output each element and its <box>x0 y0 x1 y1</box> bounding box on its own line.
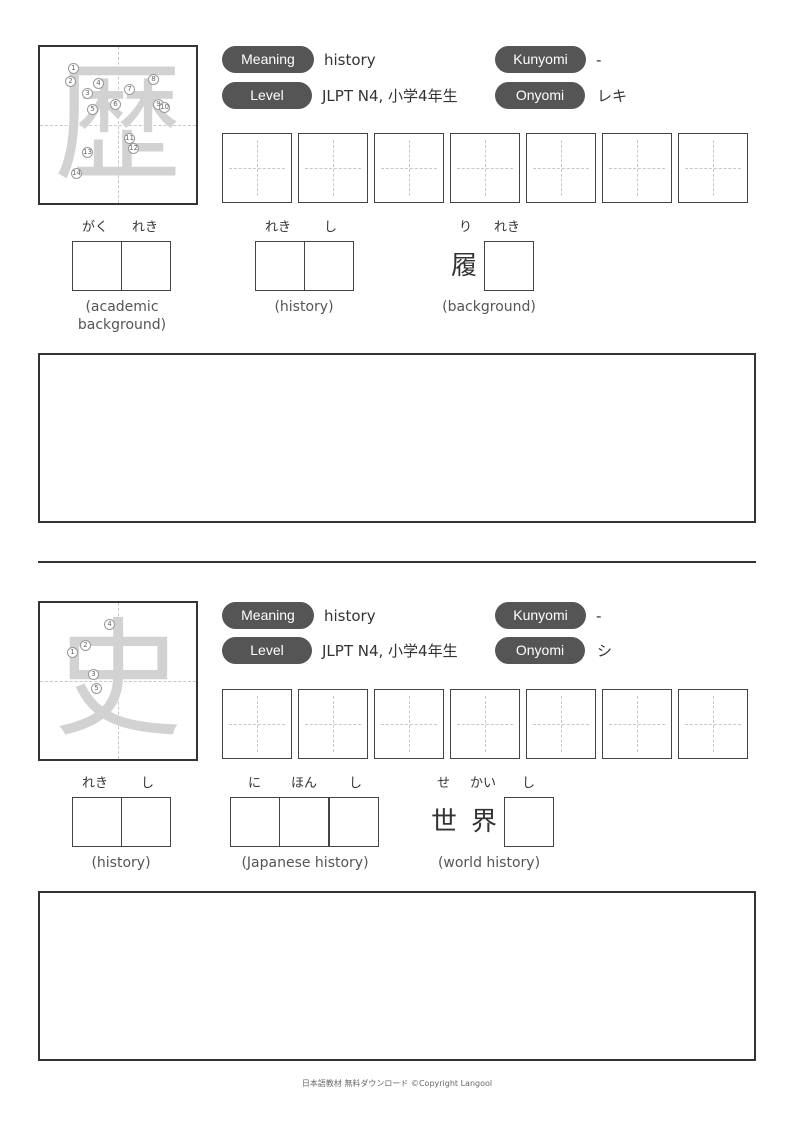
answer-cell[interactable] <box>230 797 280 847</box>
given-kanji-cell: 履 <box>450 251 477 281</box>
notes-box[interactable] <box>38 353 756 523</box>
kunyomi-value: - <box>596 51 602 69</box>
kanji-card-1: 歴 1 2 3 4 5 6 7 8 9 10 11 12 13 14 Meani… <box>0 0 794 523</box>
kunyomi-label: Kunyomi <box>495 46 586 73</box>
stroke-number: 4 <box>93 78 104 89</box>
word-gloss: (background) <box>442 299 536 315</box>
kanji-trace-glyph: 史 <box>53 606 182 755</box>
furigana: ほん <box>291 776 318 791</box>
answer-cell[interactable] <box>304 241 354 291</box>
onyomi-label: Onyomi <box>495 637 585 664</box>
kunyomi-value: - <box>596 607 602 625</box>
stroke-number: 2 <box>80 640 91 651</box>
onyomi-value: レキ <box>597 87 628 105</box>
furigana: がく <box>82 220 109 235</box>
kanji-trace-glyph: 歴 <box>53 50 182 199</box>
onyomi-value: シ <box>597 642 613 660</box>
level-label: Level <box>222 637 312 664</box>
furigana: り <box>459 220 473 235</box>
furigana: し <box>522 776 536 791</box>
stroke-number: 5 <box>91 683 102 694</box>
meaning-label: Meaning <box>222 46 314 73</box>
stroke-number: 3 <box>88 669 99 680</box>
notes-box[interactable] <box>38 891 756 1061</box>
level-value: JLPT N4, 小学4年生 <box>322 87 458 105</box>
stroke-number: 1 <box>67 647 78 658</box>
furigana: れき <box>494 220 521 235</box>
meaning-value: history <box>324 51 376 69</box>
guide-line-horizontal <box>40 681 196 682</box>
practice-box[interactable] <box>450 689 520 759</box>
answer-cell[interactable] <box>121 241 171 291</box>
furigana: かい <box>470 776 497 791</box>
furigana: れき <box>132 220 159 235</box>
practice-box[interactable] <box>298 133 368 203</box>
section-divider <box>38 561 756 563</box>
stroke-number: 14 <box>71 168 82 179</box>
practice-box[interactable] <box>222 133 292 203</box>
given-kanji-cell: 世 <box>430 807 457 837</box>
word-gloss: (history) <box>274 299 334 315</box>
practice-box[interactable] <box>298 689 368 759</box>
furigana: し <box>141 776 155 791</box>
answer-cell[interactable] <box>121 797 171 847</box>
kunyomi-label: Kunyomi <box>495 602 586 629</box>
stroke-number: 12 <box>128 143 139 154</box>
footer-copyright: 日本語教材 無料ダウンロード ©Copyright Langool <box>301 1079 493 1088</box>
stroke-number: 5 <box>87 104 98 115</box>
word-gloss: (academic background) <box>77 299 167 333</box>
furigana: れき <box>82 776 109 791</box>
practice-box[interactable] <box>374 133 444 203</box>
practice-box[interactable] <box>602 689 672 759</box>
furigana: し <box>349 776 363 791</box>
answer-cell[interactable] <box>504 797 554 847</box>
answer-cell[interactable] <box>329 797 379 847</box>
furigana: し <box>324 220 338 235</box>
practice-box[interactable] <box>526 689 596 759</box>
meaning-label: Meaning <box>222 602 314 629</box>
given-kanji-cell: 界 <box>470 807 497 837</box>
answer-cell[interactable] <box>72 241 122 291</box>
stroke-number: 8 <box>148 74 159 85</box>
practice-box[interactable] <box>678 689 748 759</box>
practice-box[interactable] <box>526 133 596 203</box>
level-label: Level <box>222 82 312 109</box>
stroke-number: 3 <box>82 88 93 99</box>
kanji-stroke-box: 歴 1 2 3 4 5 6 7 8 9 10 11 12 13 14 <box>38 45 198 205</box>
stroke-number: 7 <box>124 84 135 95</box>
practice-box[interactable] <box>374 689 444 759</box>
kanji-stroke-box: 史 1 2 3 4 5 <box>38 601 198 761</box>
stroke-number: 2 <box>65 76 76 87</box>
stroke-number: 13 <box>82 147 93 158</box>
furigana: に <box>248 776 262 791</box>
word-gloss: (world history) <box>437 855 541 871</box>
stroke-number: 6 <box>110 99 121 110</box>
word-gloss: (history) <box>91 855 151 871</box>
stroke-number: 1 <box>68 63 79 74</box>
word-gloss: (Japanese history) <box>241 855 369 871</box>
level-value: JLPT N4, 小学4年生 <box>322 642 458 660</box>
onyomi-label: Onyomi <box>495 82 585 109</box>
guide-line-horizontal <box>40 125 196 126</box>
answer-cell[interactable] <box>279 797 329 847</box>
furigana: せ <box>437 776 451 791</box>
practice-box[interactable] <box>222 689 292 759</box>
answer-cell[interactable] <box>72 797 122 847</box>
stroke-number: 4 <box>104 619 115 630</box>
practice-box[interactable] <box>602 133 672 203</box>
answer-cell[interactable] <box>484 241 534 291</box>
meaning-value: history <box>324 607 376 625</box>
furigana: れき <box>265 220 292 235</box>
answer-cell[interactable] <box>255 241 305 291</box>
kanji-card-2: 史 1 2 3 4 5 Meaning history Kunyomi - Le… <box>0 556 794 1076</box>
stroke-number: 10 <box>159 102 170 113</box>
practice-box[interactable] <box>678 133 748 203</box>
practice-box[interactable] <box>450 133 520 203</box>
